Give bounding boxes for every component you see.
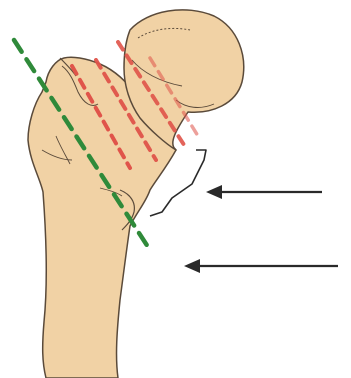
left-arrow-icon	[206, 185, 322, 199]
left-arrow-icon	[184, 259, 338, 273]
